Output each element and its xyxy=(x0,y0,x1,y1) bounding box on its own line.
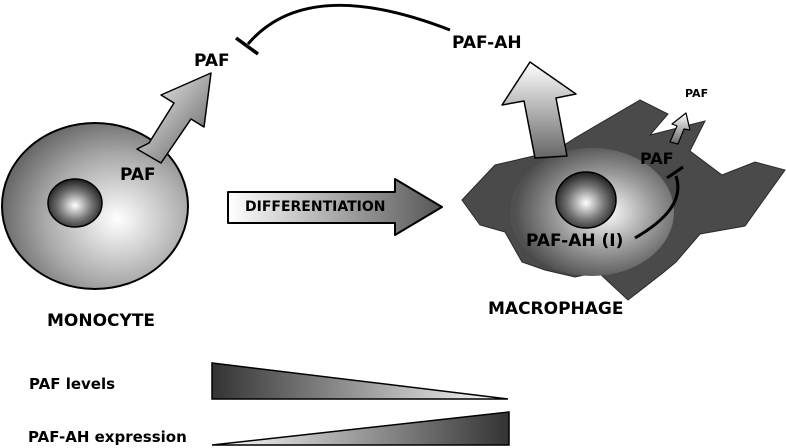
small-paf-arrow xyxy=(669,112,691,145)
monocyte-label: MONOCYTE xyxy=(47,311,156,331)
paf-ah-i-label: PAF-AH (I) xyxy=(526,231,624,251)
macrophage-nucleus xyxy=(555,171,617,229)
paf-levels-label: PAF levels xyxy=(29,375,116,393)
paf-top-label: PAF xyxy=(194,51,230,71)
paf-small-label: PAF xyxy=(685,87,709,100)
inhibition-bar xyxy=(234,36,260,56)
paf-levels-wedge xyxy=(211,362,509,400)
differentiation-arrow xyxy=(227,178,443,236)
paf-ah-top-label: PAF-AH xyxy=(452,33,522,53)
macrophage-paf-ah-arrow xyxy=(501,61,577,159)
monocyte-nucleus xyxy=(47,178,103,228)
paf-ah-expression-label: PAF-AH expression xyxy=(28,428,187,446)
inhibition-arc xyxy=(246,3,451,45)
paf-ah-i-inhibition-curve xyxy=(634,175,680,240)
paf-ah-expression-wedge xyxy=(211,411,510,446)
paf-monocyte-label: PAF xyxy=(120,165,156,185)
differentiation-label: DIFFERENTIATION xyxy=(245,199,386,215)
monocyte-paf-arrow xyxy=(136,72,212,164)
paf-macrophage-label: PAF xyxy=(640,149,674,168)
paf-ah-i-inhibition-bar xyxy=(666,165,684,180)
macrophage-label: MACROPHAGE xyxy=(488,299,624,319)
